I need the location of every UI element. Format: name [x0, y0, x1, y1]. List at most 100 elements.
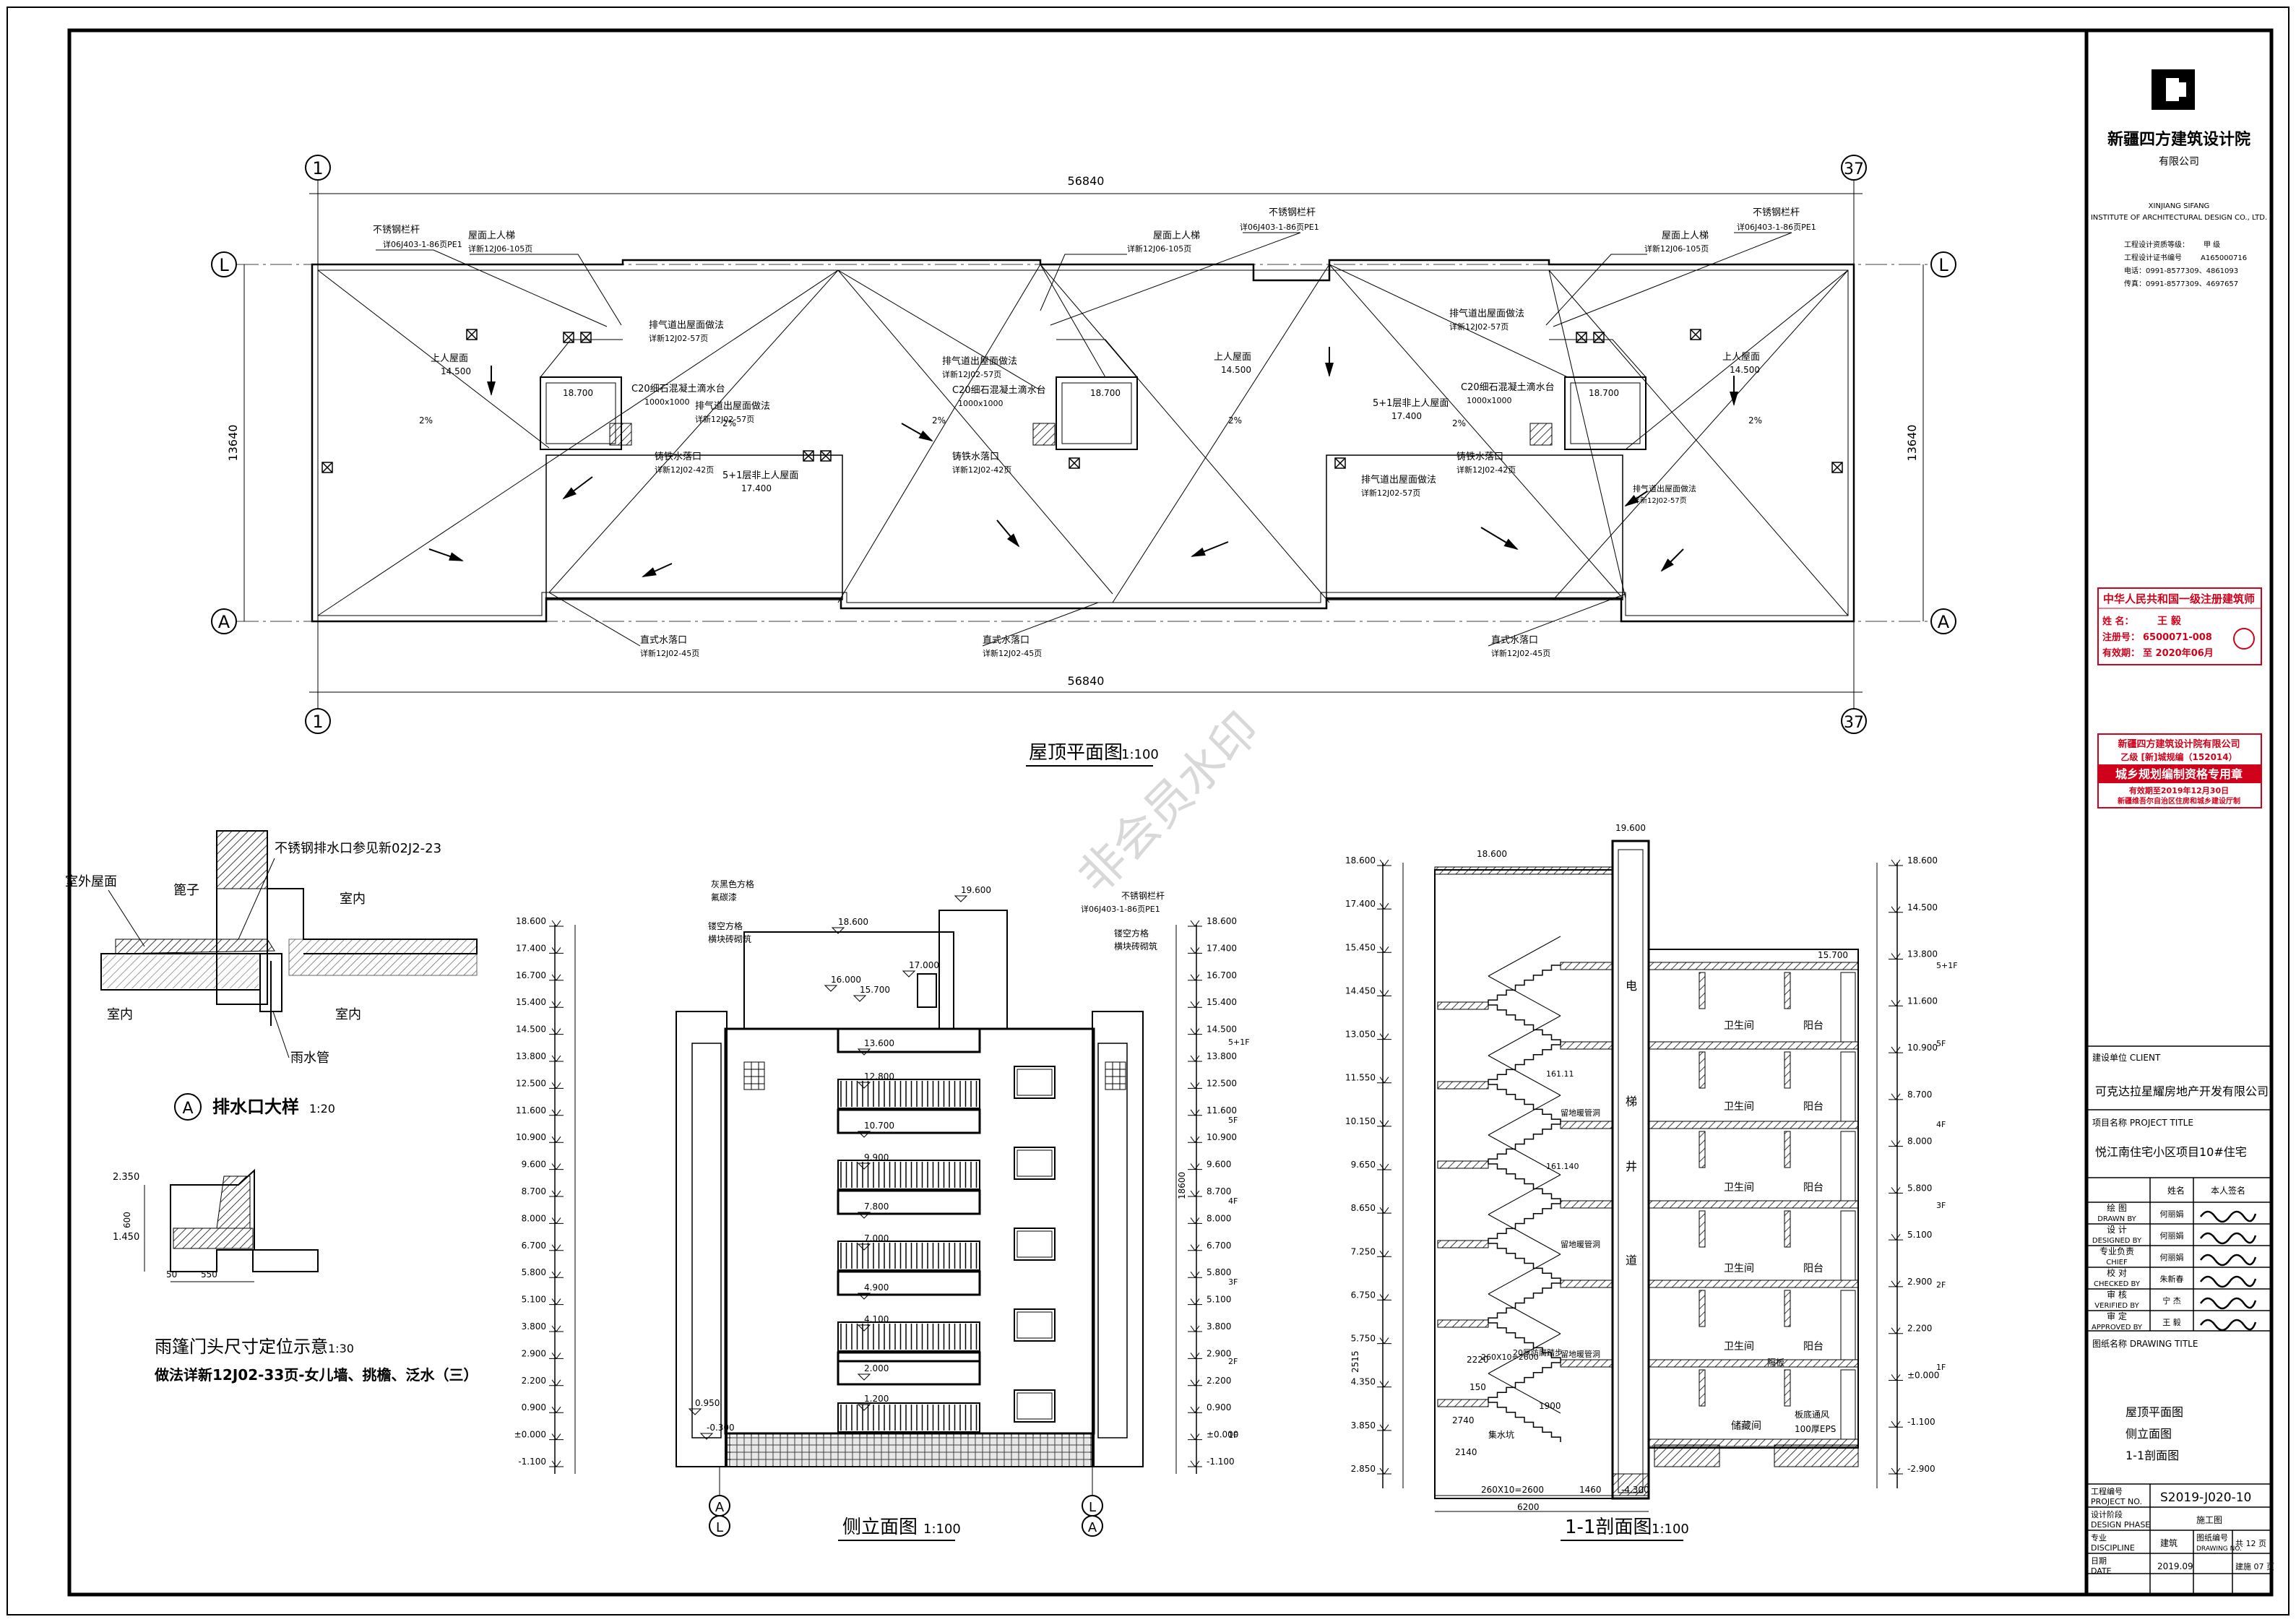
level-label: 14.450	[1345, 985, 1376, 996]
svg-text:新疆四方建筑设计院有限公司: 新疆四方建筑设计院有限公司	[2118, 738, 2240, 750]
svg-text:L: L	[1089, 1500, 1096, 1515]
svg-text:新疆维吾尔自治区住房和城乡建设厅制: 新疆维吾尔自治区住房和城乡建设厅制	[2118, 796, 2240, 806]
level-label: -2.900	[1907, 1464, 1935, 1474]
svg-text:建施 07 页: 建施 07 页	[2235, 1561, 2274, 1571]
level-marker	[1379, 1424, 1389, 1431]
level-marker	[1190, 920, 1200, 927]
svg-text:37: 37	[1844, 714, 1864, 732]
stair-flight	[1488, 1004, 1561, 1045]
elevation-levels-center: 19.60018.60017.00016.00015.70013.60012.8…	[688, 885, 1250, 1440]
level-label: 13.050	[1345, 1030, 1376, 1040]
window-frame	[1017, 1149, 1053, 1177]
elev-axis-right: L A	[1082, 1467, 1103, 1537]
svg-text:直式水落口: 直式水落口	[1491, 635, 1538, 646]
depth-dimension-right: 13640	[1905, 425, 1919, 462]
svg-text:详06J403-1-86页PE1: 详06J403-1-86页PE1	[1081, 904, 1160, 914]
canopy-slab	[837, 1360, 981, 1386]
level-label: 10.900	[1907, 1043, 1938, 1053]
level-label: 11.550	[1345, 1073, 1376, 1083]
svg-text:雨水管: 雨水管	[290, 1051, 329, 1066]
svg-text:详06J403-1-86页PE1: 详06J403-1-86页PE1	[383, 239, 462, 249]
svg-text:A: A	[182, 1100, 193, 1118]
svg-text:INSTITUTE OF ARCHITECTURAL DES: INSTITUTE OF ARCHITECTURAL DESIGN CO., L…	[2091, 214, 2267, 222]
level-label: 14.500	[516, 1024, 546, 1035]
level-marker	[1190, 1271, 1200, 1279]
level-label: 17.400	[516, 943, 546, 953]
svg-text:550: 550	[201, 1269, 217, 1280]
level-label: 4.900	[864, 1282, 889, 1293]
level-label: 17.400	[1345, 899, 1376, 909]
svg-text:详新12J02-57页: 详新12J02-57页	[649, 333, 708, 343]
stair-landing	[1437, 1001, 1489, 1010]
level-marker	[551, 1353, 561, 1360]
svg-text:甲 级: 甲 级	[2204, 241, 2220, 249]
level-label: 15.400	[516, 997, 546, 1007]
role-label-cn: 设 计	[2107, 1225, 2127, 1235]
svg-text:铸铁水落口: 铸铁水落口	[1456, 451, 1503, 462]
svg-text:6200: 6200	[1517, 1502, 1540, 1512]
level-marker	[1379, 1337, 1389, 1345]
balcony-wall	[1840, 1290, 1856, 1360]
window-frame	[1017, 1069, 1053, 1096]
svg-text:屋顶平面图: 屋顶平面图	[2125, 1405, 2183, 1419]
svg-text:18.700: 18.700	[1090, 388, 1121, 398]
elevation-levels-right: 18.60017.40016.70015.40014.50013.80012.5…	[1188, 916, 1238, 1467]
client-name: 可克达拉星耀房地产开发有限公司	[2095, 1084, 2269, 1098]
window-frame	[1017, 1311, 1053, 1339]
handrail	[1488, 1055, 1561, 1096]
stair-shaft-mid: 18.700	[1032, 339, 1138, 450]
level-marker	[1190, 1028, 1200, 1035]
svg-text:C20细石混凝土滴水台: C20细石混凝土滴水台	[631, 383, 725, 394]
section-1-1: 电 梯 井 道 卫生间 阳台 卫生间 阳台 卫生间 阳台 卫生间 阳台 卫生间 …	[1345, 823, 1958, 1541]
svg-text:18.700: 18.700	[1589, 388, 1619, 398]
svg-text:详新12J02-42页: 详新12J02-42页	[655, 465, 714, 475]
level-marker	[1891, 1280, 1901, 1287]
level-marker	[853, 995, 867, 1002]
level-marker	[857, 1212, 871, 1219]
canopy-detail-title: 雨篷门头尺寸定位示意	[155, 1337, 328, 1357]
canopy-detail: 600 2.350 1.450 550 50 雨篷门头尺寸定位示意 1:30 做…	[113, 1168, 478, 1384]
level-marker	[1190, 1298, 1200, 1306]
svg-text:屋面上人梯: 屋面上人梯	[1153, 230, 1200, 241]
stair-flight	[1488, 1322, 1561, 1363]
svg-text:2220: 2220	[1467, 1355, 1489, 1365]
level-marker	[551, 1325, 561, 1332]
level-label: 12.500	[1207, 1078, 1237, 1088]
planning-qualification-stamp: 新疆四方建筑设计院有限公司 乙级 [新]城规编（152014） 城乡规划编制资格…	[2097, 733, 2262, 808]
svg-text:排气道出屋面做法: 排气道出屋面做法	[1449, 308, 1524, 319]
svg-text:室内: 室内	[335, 1007, 361, 1022]
level-marker	[831, 927, 845, 934]
svg-text:排气道出屋面做法: 排气道出屋面做法	[695, 400, 770, 412]
level-label: 17.400	[1207, 943, 1237, 953]
stair-flight	[1488, 1203, 1561, 1243]
floor-label: 3F	[1936, 1201, 1946, 1210]
level-marker	[551, 1298, 561, 1306]
svg-text:14.500: 14.500	[1221, 365, 1251, 375]
svg-text:详新12J02-45页: 详新12J02-45页	[983, 648, 1042, 658]
handrail	[1488, 1015, 1561, 1056]
level-label: 0.950	[695, 1398, 720, 1408]
svg-text:XINJIANG SIFANG: XINJIANG SIFANG	[2149, 202, 2210, 210]
level-label: 5.800	[1907, 1183, 1932, 1193]
level-marker	[857, 1048, 871, 1056]
level-marker	[902, 970, 916, 978]
balconies	[837, 1027, 981, 1433]
roof-outline	[311, 259, 1855, 623]
section-title: 1-1剖面图	[1565, 1517, 1652, 1538]
svg-text:50: 50	[166, 1269, 177, 1280]
level-label: 5.800	[522, 1267, 546, 1277]
level-marker	[551, 1271, 561, 1279]
floor-slab	[1648, 1359, 1859, 1368]
handrail	[1488, 1293, 1561, 1334]
level-label: 15.400	[1207, 997, 1237, 1007]
level-marker	[857, 1162, 871, 1170]
svg-text:排气道出屋面做法: 排气道出屋面做法	[649, 319, 724, 331]
level-marker	[824, 985, 838, 992]
svg-text:17.400: 17.400	[741, 483, 772, 493]
svg-text:上人屋面: 上人屋面	[431, 353, 468, 364]
stair-landing	[1437, 1319, 1489, 1328]
balcony-wall	[1840, 1210, 1856, 1281]
svg-text:14.500: 14.500	[1730, 365, 1760, 375]
floor-landing	[1560, 1359, 1613, 1368]
level-label: 13.600	[864, 1038, 894, 1048]
